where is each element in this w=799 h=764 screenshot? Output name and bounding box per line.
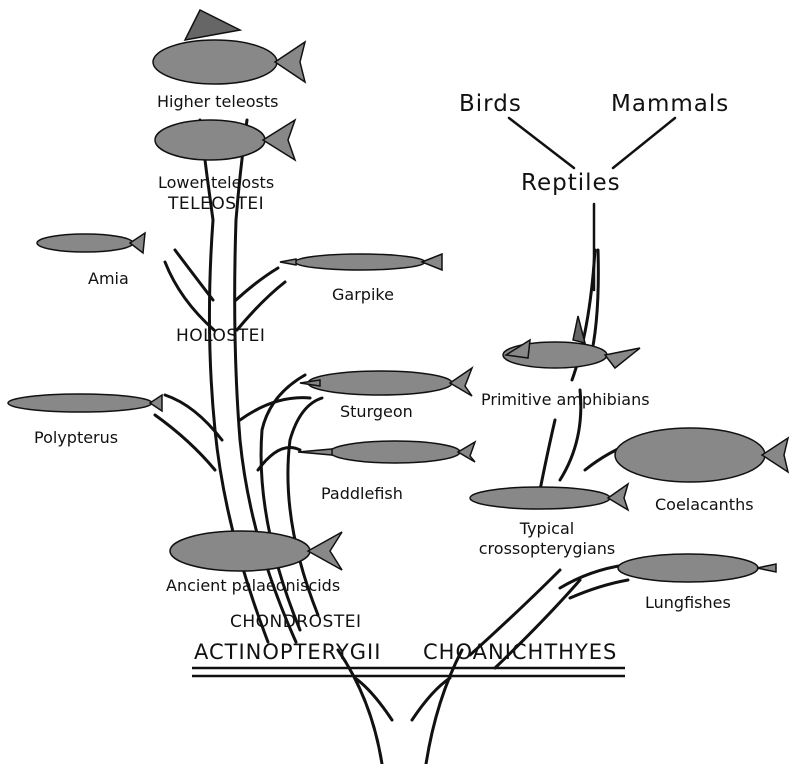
label-lower-teleosts: Lower teleosts (158, 175, 274, 191)
label-actinopterygii: ACTINOPTERYGII (194, 642, 381, 663)
amia-fish-icon (37, 233, 145, 253)
label-teleostei: TELEOSTEI (168, 196, 264, 213)
label-holostei: HOLOSTEI (176, 328, 265, 345)
lungfish-icon (618, 554, 776, 582)
label-chondrostei: CHONDROSTEI (230, 614, 361, 631)
label-mammals: Mammals (611, 93, 729, 116)
paddlefish-fish-icon (298, 441, 475, 463)
label-garpike: Garpike (332, 287, 394, 303)
label-reptiles: Reptiles (521, 172, 621, 195)
base-fork-left (355, 678, 392, 720)
palaeoniscid-fish-icon (170, 531, 342, 571)
label-primitive-amphibians: Primitive amphibians (481, 392, 650, 408)
label-paddlefish: Paddlefish (321, 486, 403, 502)
mammals-line (613, 118, 675, 168)
label-lungfishes: Lungfishes (645, 595, 731, 611)
lungfish-branch (560, 565, 625, 588)
garpike-fish-icon (280, 254, 442, 270)
holostei-right-lower (237, 282, 285, 330)
higher-teleost-fish-icon (153, 10, 305, 84)
label-ancient-palaeoniscids: Ancient palaeoniscids (166, 578, 340, 594)
label-birds: Birds (459, 93, 522, 116)
label-polypterus: Polypterus (34, 430, 118, 446)
crossopterygian-fish-icon (470, 484, 628, 510)
birds-line (509, 118, 574, 168)
label-amia: Amia (88, 271, 129, 287)
base-fork-right (412, 678, 450, 720)
lower-teleost-fish-icon (155, 120, 295, 160)
label-coelacanths: Coelacanths (655, 497, 754, 513)
amphibian-icon (503, 316, 640, 368)
label-typical: Typical (462, 521, 632, 537)
paddlefish-branch (258, 448, 300, 471)
sturgeon-fish-icon (300, 368, 472, 396)
holostei-left-lower (165, 262, 214, 330)
label-choanichthyes: CHOANICHTHYES (423, 642, 617, 663)
label-sturgeon: Sturgeon (340, 404, 413, 420)
crossopterygian-stem-left (540, 420, 555, 490)
polypterus-fish-icon (8, 394, 162, 412)
label-crossopterygians: crossopterygians (462, 541, 632, 557)
coelacanth-icon (615, 428, 788, 482)
label-higher-teleosts: Higher teleosts (157, 94, 278, 110)
